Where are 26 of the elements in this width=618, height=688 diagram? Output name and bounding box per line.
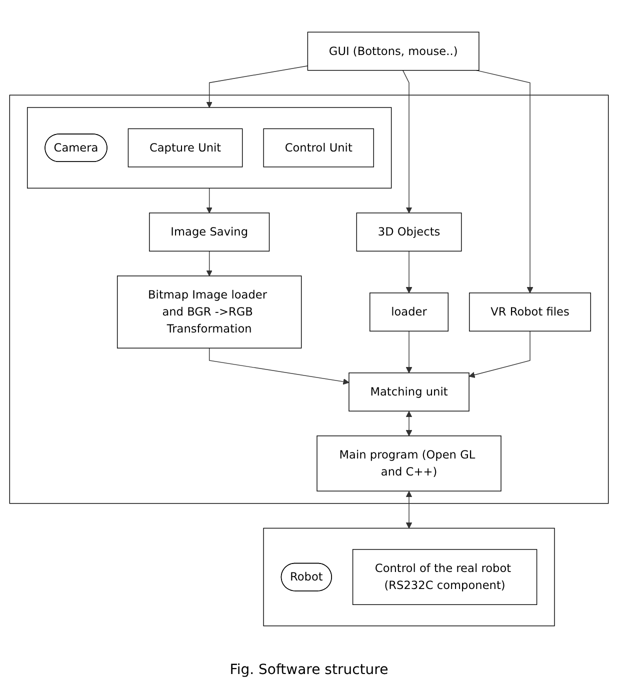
cluster (263, 528, 555, 626)
arrow (206, 188, 212, 214)
figure-caption: Fig. Software structure (230, 661, 388, 680)
arrow (406, 491, 412, 528)
arrow (406, 330, 412, 374)
node-box: 3D Objects (356, 212, 462, 252)
arrow (406, 411, 412, 436)
cluster (27, 107, 392, 189)
node-box: Main program (Open GL and C++) (316, 436, 502, 492)
node-box: Control of the real robot (RS232C component) (352, 549, 538, 605)
node-box: loader (370, 292, 449, 332)
node-box: Matching unit (348, 372, 470, 412)
node-box: Image Saving (149, 212, 270, 252)
cluster (9, 94, 609, 504)
arrow (402, 70, 412, 214)
node-box: Capture Unit (128, 128, 243, 168)
node-box: VR Robot files (469, 292, 591, 332)
node-box: GUI (Bottons, mouse..) (307, 32, 480, 71)
arrow (476, 70, 534, 294)
arrow (468, 330, 530, 378)
arrow (206, 66, 308, 108)
arrow (406, 250, 412, 294)
node-box: Bitmap Image loader and BGR ->RGB Transformation (116, 276, 302, 348)
node-box: Control Unit (263, 128, 374, 168)
arrow (206, 250, 212, 276)
arrow (208, 348, 350, 385)
